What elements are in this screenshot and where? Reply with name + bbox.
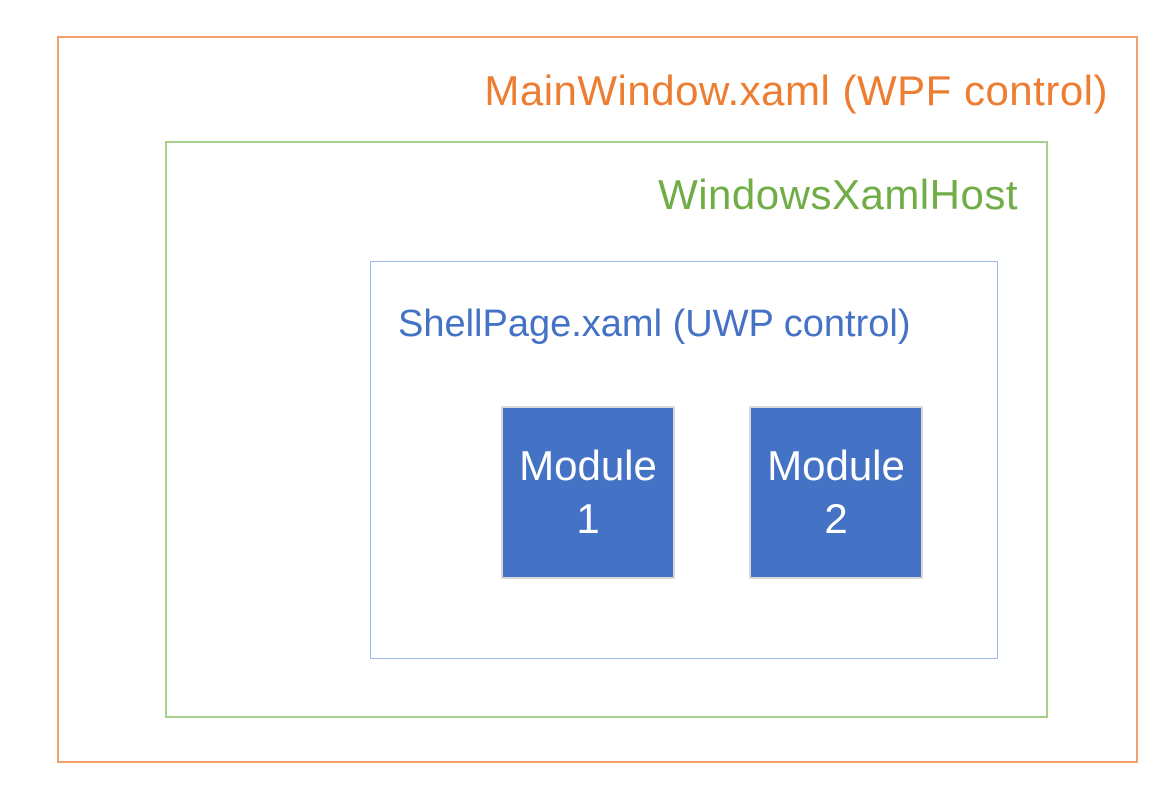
windowsxamlhost-box bbox=[165, 141, 1048, 718]
shellpage-label: ShellPage.xaml (UWP control) bbox=[398, 303, 911, 345]
module-1-label-line1: Module bbox=[519, 442, 657, 489]
module-2-box: Module 2 bbox=[749, 406, 923, 579]
module-1-label-line2: 1 bbox=[576, 494, 600, 542]
windowsxamlhost-label: WindowsXamlHost bbox=[658, 171, 1018, 218]
mainwindow-label: MainWindow.xaml (WPF control) bbox=[484, 67, 1108, 114]
module-2-label-line2: 2 bbox=[824, 494, 848, 542]
shellpage-box bbox=[370, 261, 998, 659]
module-1-box: Module 1 bbox=[501, 406, 675, 579]
module-2-label-line1: Module bbox=[767, 442, 905, 489]
mainwindow-box bbox=[57, 36, 1138, 763]
